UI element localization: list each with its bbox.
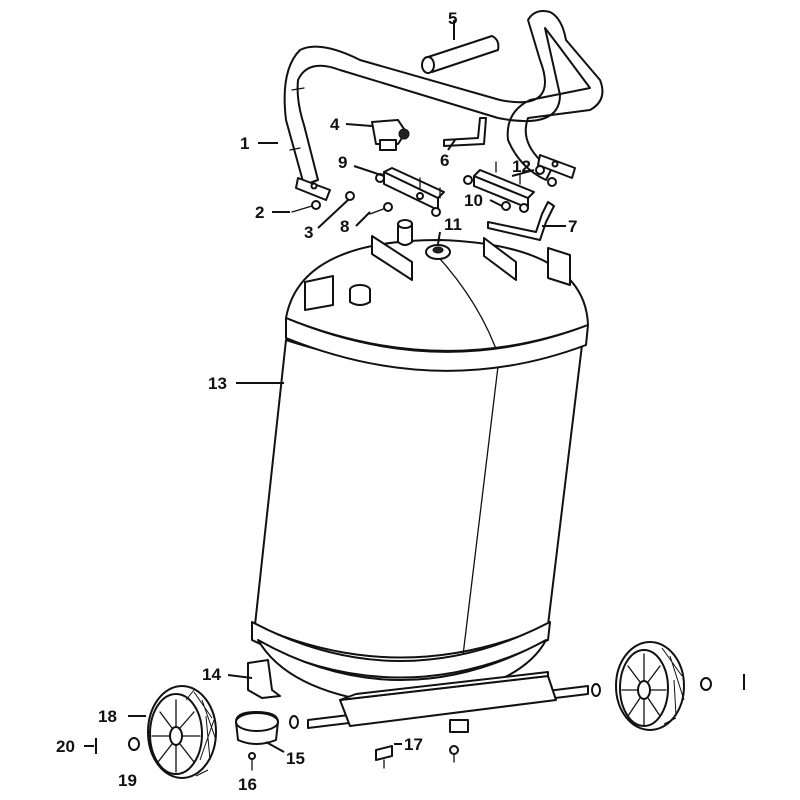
air-tank <box>247 219 589 733</box>
callout-4: 4 <box>330 115 340 134</box>
check-valve <box>371 119 410 151</box>
callout-16: 16 <box>238 775 257 794</box>
washer-right <box>700 677 712 691</box>
callout-17: 17 <box>404 735 423 754</box>
axle <box>289 671 601 729</box>
callout-8: 8 <box>340 217 349 236</box>
screw-8 <box>369 202 393 215</box>
leader-lines <box>84 20 566 753</box>
callout-13: 13 <box>208 374 227 393</box>
screw-2 <box>291 200 321 213</box>
screw-16 <box>248 752 256 771</box>
callout-7: 7 <box>568 217 577 236</box>
washer-19 <box>128 737 140 751</box>
tube-7 <box>487 201 555 241</box>
callout-18: 18 <box>98 707 117 726</box>
callout-9: 9 <box>338 153 347 172</box>
callout-15: 15 <box>286 749 305 768</box>
wheel-left <box>147 685 217 779</box>
callout-2: 2 <box>255 203 264 222</box>
callouts: 1 2 3 4 5 6 7 8 9 10 11 12 13 14 15 16 1… <box>56 9 577 794</box>
callout-1: 1 <box>240 134 249 153</box>
tube-6 <box>443 117 487 147</box>
callout-3: 3 <box>304 223 313 242</box>
callout-19: 19 <box>118 771 137 790</box>
callout-6: 6 <box>440 151 449 170</box>
handle <box>283 10 604 201</box>
rubber-foot <box>235 711 279 745</box>
callout-11: 11 <box>444 215 462 234</box>
grip <box>421 35 500 74</box>
bracket-12 <box>463 161 557 213</box>
callout-5: 5 <box>448 9 457 28</box>
drain-valve <box>375 745 459 769</box>
callout-20: 20 <box>56 737 75 756</box>
callout-12: 12 <box>512 157 531 176</box>
nut-10 <box>501 201 511 211</box>
nut-3 <box>345 191 355 201</box>
callout-10: 10 <box>464 191 483 210</box>
wheel-right <box>615 641 685 731</box>
callout-14: 14 <box>202 665 221 684</box>
